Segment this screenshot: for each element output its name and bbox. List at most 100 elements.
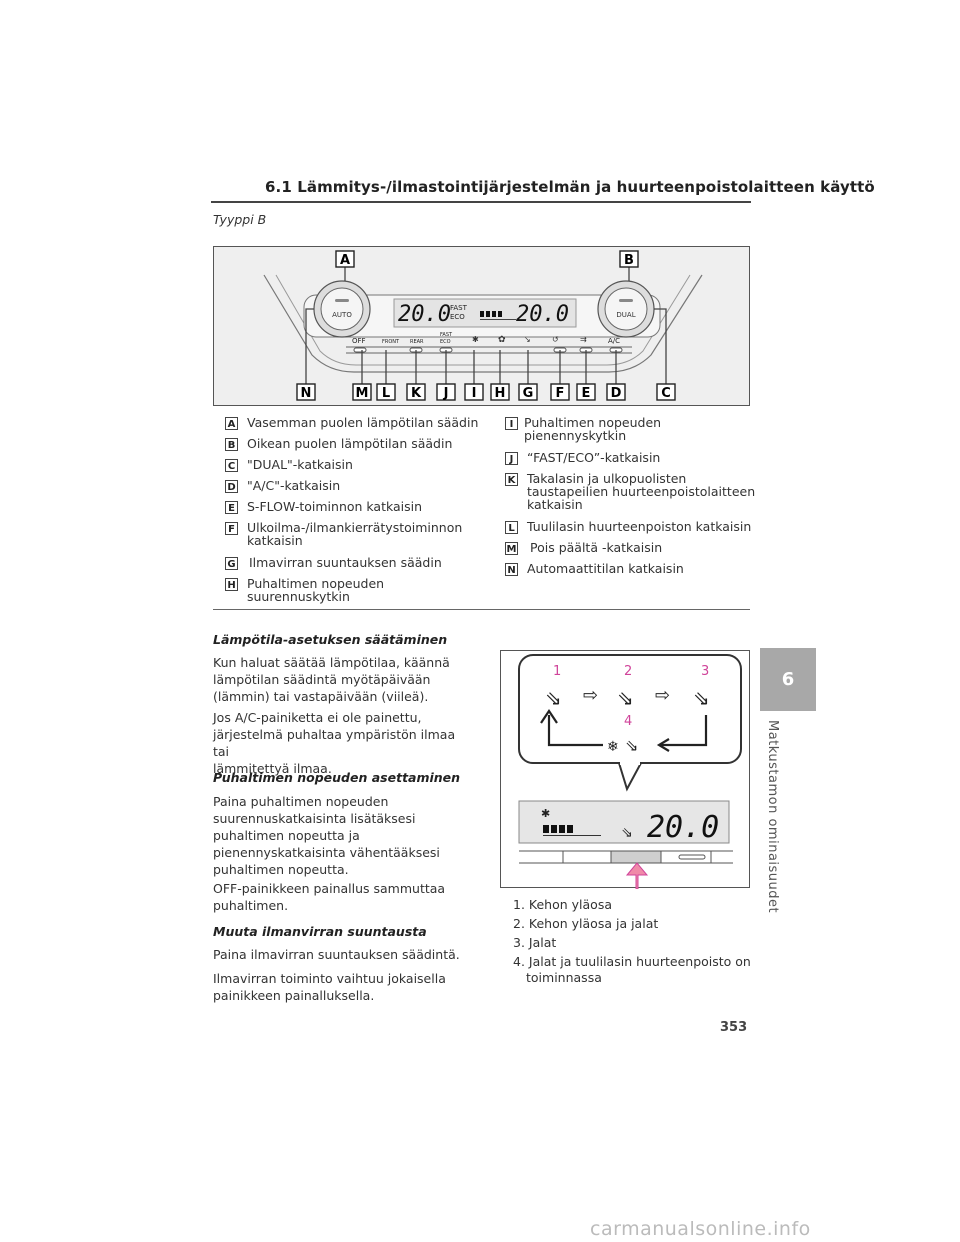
page-number: 353 [720, 1020, 748, 1035]
callout-m: M [356, 386, 369, 401]
fan-icon: ✱ [541, 807, 550, 820]
lcd-left-temp: 20.0 [398, 302, 451, 327]
mode-bilevel-icon: ⇘ [617, 686, 634, 710]
btn-label-off: OFF [352, 337, 366, 345]
fan-low-icon: ✱ [472, 335, 479, 344]
text-line: suurennuskatkaisinta lisätäksesi [213, 811, 416, 826]
header-rule [211, 201, 751, 203]
list-text: Kehon yläosa [528, 897, 613, 912]
legend-text: Pois päältä -katkaisin [530, 540, 663, 555]
lcd-display [393, 298, 577, 328]
fan-paragraph-1: Paina puhaltimen nopeuden suurennuskatka… [213, 793, 473, 878]
lcd-fan-bars [480, 311, 516, 320]
list-text-cont: toiminnassa [526, 970, 602, 985]
btn-label-eco: ECO [440, 339, 451, 345]
direction-paragraph-1: Paina ilmavirran suuntauksen säädintä. [213, 946, 473, 963]
legend-badge: F [225, 522, 238, 535]
mode-number-4: 4 [624, 714, 632, 729]
callout-g: G [523, 386, 534, 401]
control-panel-figure: AUTO DUAL 20.0 FAST ECO 20.0 OFF FRONT R… [213, 246, 750, 406]
callout-e: E [582, 386, 591, 401]
temp-paragraph-1: Kun haluat säätää lämpötilaa, käännä läm… [213, 654, 473, 705]
legend-badge: B [225, 438, 238, 451]
list-num: 2. [513, 916, 525, 931]
btn-label-rear: REAR [410, 339, 424, 345]
airflow-mode-illustration: 1 2 3 4 ⇘ ⇨ ⇘ ⇨ ⇘ ❄ ⇘ ✱ ⇘ 20.0 [518, 654, 742, 889]
btn-label-ac: A/C [608, 337, 620, 345]
legend-separator [213, 609, 750, 610]
callout-j: J [443, 386, 449, 401]
text-line: Ilmavirran toiminto vaihtuu jokaisella [213, 971, 446, 986]
legend-text: Automaattitilan katkaisin [527, 561, 684, 576]
fan-high-icon: ✿ [498, 335, 506, 345]
legend-text-cont: taustapeilien huurteenpoistolaitteen [527, 484, 756, 499]
control-panel-illustration: AUTO DUAL 20.0 FAST ECO 20.0 OFF FRONT R… [263, 250, 703, 401]
legend-badge: N [505, 563, 518, 576]
legend-badge: J [505, 452, 518, 465]
legend-text-cont: katkaisin [527, 497, 583, 512]
s-flow-icon: ⇉ [580, 335, 587, 344]
watermark: carmanualsonline.info [590, 1218, 811, 1240]
callout-c: C [661, 386, 671, 401]
callout-i: I [472, 386, 477, 401]
leader-lines [305, 267, 667, 385]
callout-f: F [556, 386, 565, 401]
fan-section-title: Puhaltimen nopeuden asettaminen [213, 770, 461, 785]
type-label: Tyyppi B [213, 212, 267, 227]
mode-list-item: 3. Jalat [513, 935, 751, 954]
legend-text: Vasemman puolen lämpötilan säädin [247, 415, 479, 430]
defrost-feet-icon: ❄ [607, 739, 619, 755]
callout-top: A B [335, 250, 639, 268]
list-text: Jalat ja tuulilasin huurteenpoisto on [528, 954, 751, 969]
text-line: Jos A/C-painiketta ei ole painettu, [213, 710, 422, 725]
legend-text-cont: suurennuskytkin [247, 589, 350, 604]
lcd-right-temp: 20.0 [516, 302, 569, 327]
temp-section-title: Lämpötila-asetuksen säätäminen [213, 632, 448, 647]
arrow-right-icon: ⇨ [583, 685, 598, 706]
legend-badge: H [225, 578, 238, 591]
legend-badge: G [225, 557, 238, 570]
mode-number-3: 3 [701, 664, 709, 679]
callout-n: N [301, 386, 312, 401]
text-line: puhaltimen nopeutta. [213, 862, 349, 877]
legend-badge: L [505, 521, 518, 534]
legend-text: "DUAL"-katkaisin [247, 457, 353, 472]
callout-k: K [411, 386, 422, 401]
text-line: puhaltimen nopeutta ja [213, 828, 360, 843]
callout-bottom: N M L K J I H G F E D C [296, 383, 676, 401]
legend-text: Puhaltimen nopeuden [247, 576, 385, 591]
right-knob-indicator [619, 299, 633, 302]
mode-list-item: 4. Jalat ja tuulilasin huurteenpoisto on [513, 954, 751, 970]
legend-text: Oikean puolen lämpötilan säädin [247, 436, 453, 451]
direction-section-title: Muuta ilmanvirran suuntausta [213, 924, 427, 939]
mode-button-pressed [610, 850, 662, 864]
text-line: lämmitettyä ilmaa. [213, 761, 332, 776]
button-strip [346, 346, 632, 354]
dash-outline [263, 274, 703, 373]
legend-badge: E [225, 501, 238, 514]
chapter-tab: 6 [760, 648, 816, 711]
list-text: Jalat [528, 935, 557, 950]
mode-list-item: 1. Kehon yläosa [513, 897, 751, 916]
left-knob [320, 287, 364, 331]
legend-text: S-FLOW-toiminnon katkaisin [247, 499, 423, 514]
legend-text: Puhaltimen nopeuden [524, 415, 662, 430]
callout-a: A [340, 253, 350, 268]
return-path-left [547, 715, 603, 747]
left-knob-indicator [335, 299, 349, 302]
right-knob [604, 287, 648, 331]
legend-badge: K [505, 473, 518, 486]
list-num: 4. [513, 954, 525, 969]
callout-h: H [495, 386, 506, 401]
text-line: lämpötilan säädintä myötäpäivään [213, 672, 431, 687]
chapter-title: Matkustamon ominaisuudet [765, 720, 780, 914]
recirculation-icon: ↺ [552, 335, 559, 344]
legend-right: I Puhaltimen nopeuden pienennyskytkin J … [505, 416, 755, 581]
btn-label-fast: FAST [440, 332, 453, 338]
knob-left-label: AUTO [332, 311, 352, 319]
legend-text: Tuulilasin huurteenpoiston katkaisin [527, 519, 752, 534]
airflow-mode-icon: ↘ [524, 335, 531, 344]
fan-paragraph-2: OFF-painikkeen painallus sammuttaa puhal… [213, 880, 473, 914]
temp-paragraph-2: Jos A/C-painiketta ei ole painettu, järj… [213, 709, 473, 777]
text-line: järjestelmä puhaltaa ympäristön ilmaa ta… [213, 727, 456, 759]
